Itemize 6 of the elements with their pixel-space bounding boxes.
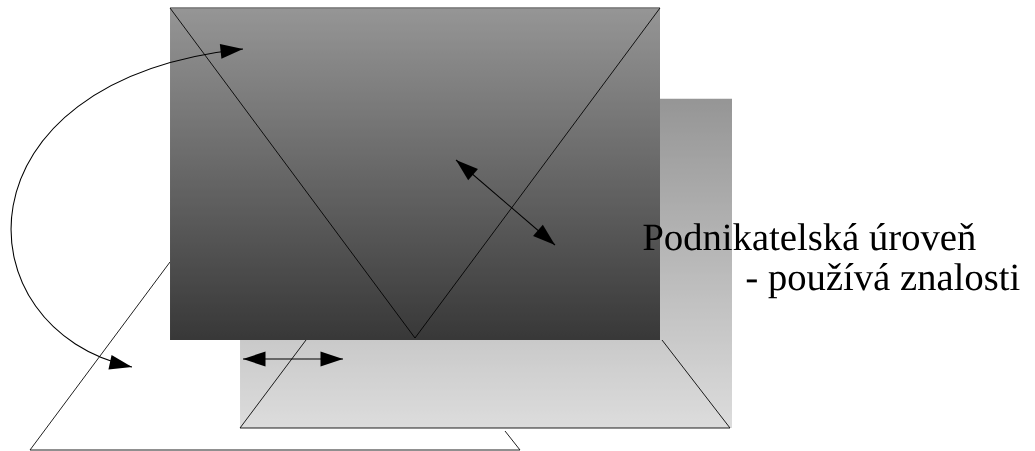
arrow: [242, 351, 344, 367]
arrow: [455, 159, 556, 246]
triangle-outline: [29, 261, 521, 451]
caption-text: - používá znalosti: [746, 263, 1020, 299]
layer-panel: [239, 339, 731, 429]
arrow: [11, 43, 244, 370]
